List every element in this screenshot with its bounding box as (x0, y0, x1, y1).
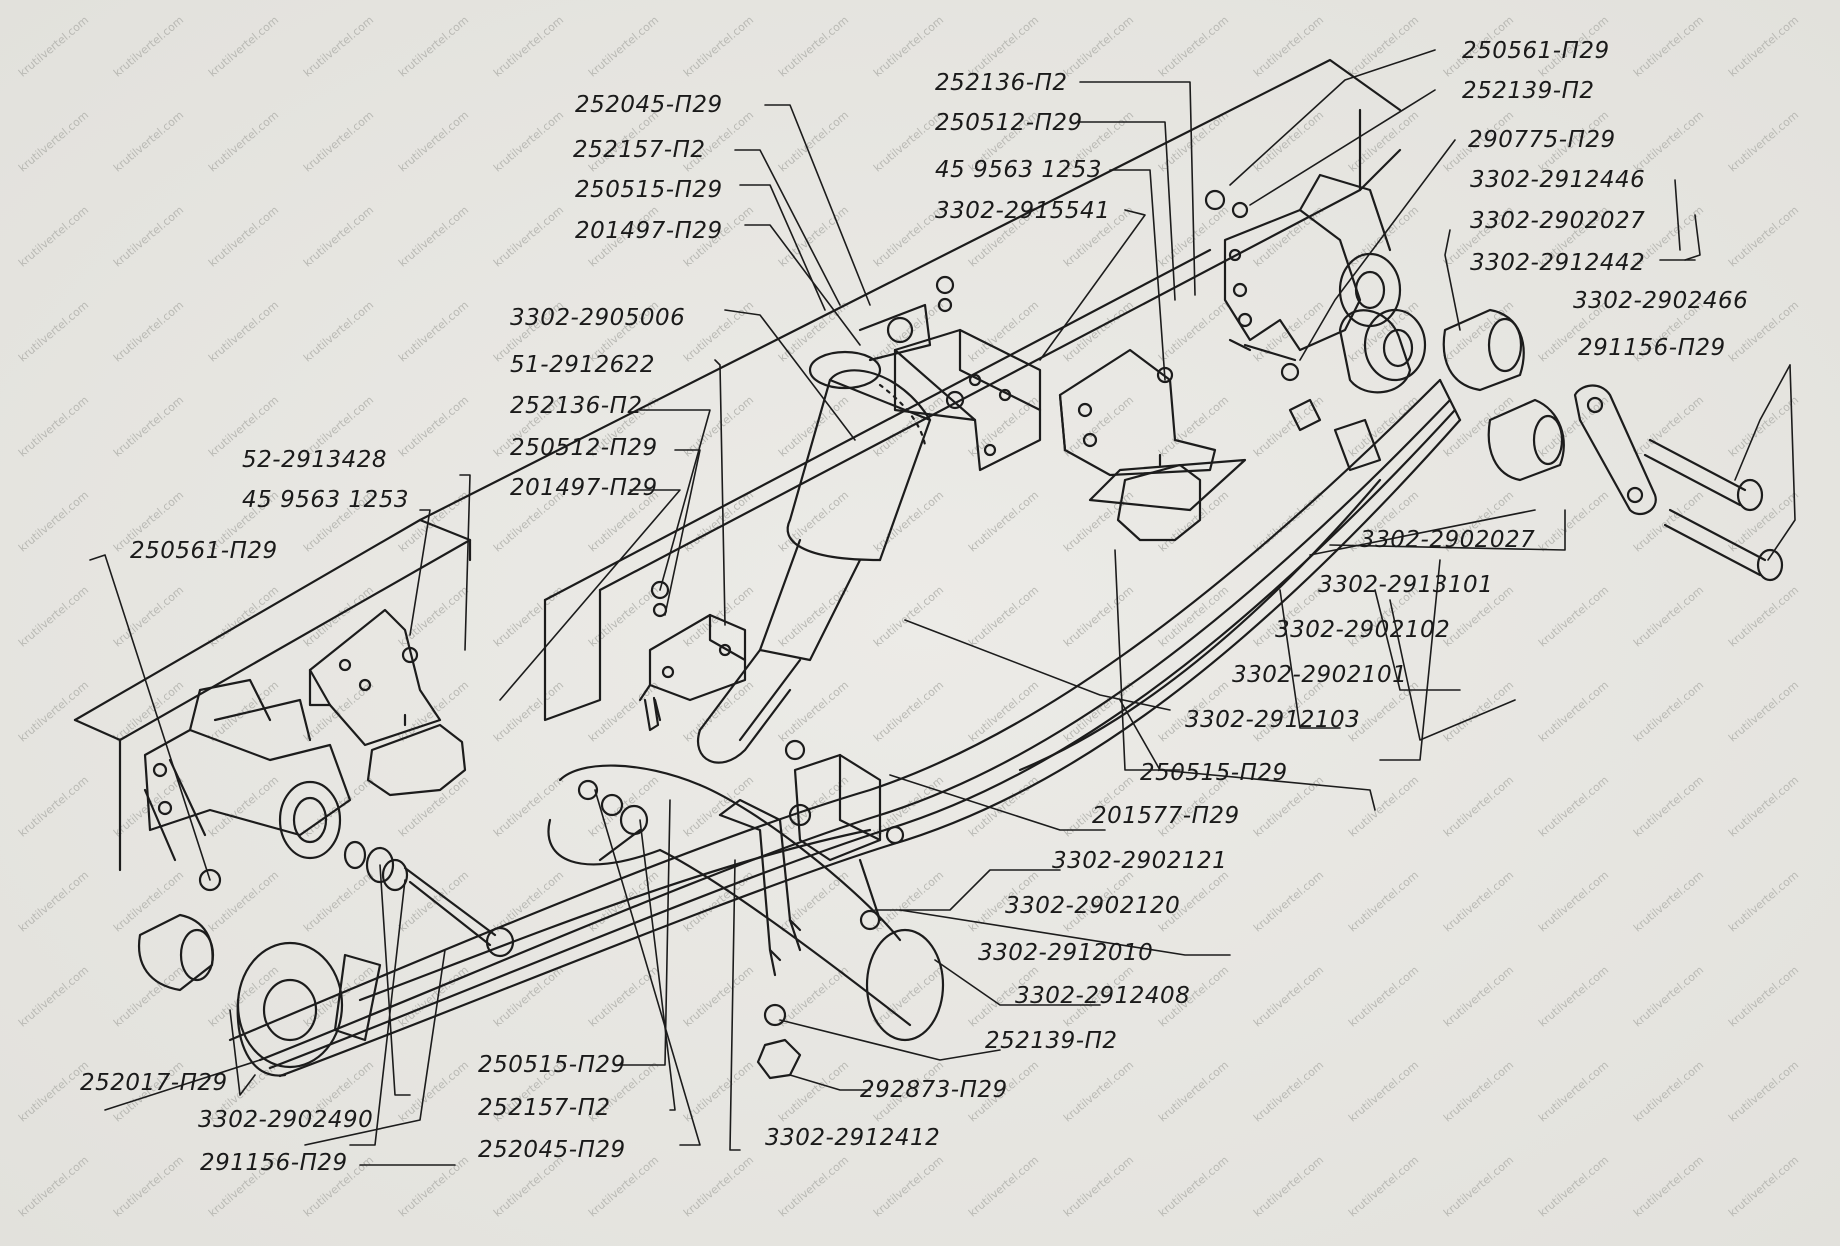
front-bushing (137, 913, 214, 992)
callout-252157-p2-upper: 252157-П2 (573, 137, 706, 163)
callout-3302-2912408: 3302-2912408 (1015, 983, 1191, 1009)
callout-3302-2905006: 3302-2905006 (510, 305, 686, 331)
callout-3302-2902027-rear: 3302-2902027 (1470, 208, 1646, 234)
leader-lines (89, 49, 1796, 1166)
callout-3302-2912442: 3302-2912442 (1470, 250, 1646, 276)
callout-252157-p2-lower: 252157-П2 (478, 1095, 611, 1121)
rear-spring-hanger (1204, 173, 1402, 382)
callout-3302-2915541: 3302-2915541 (935, 198, 1111, 224)
callout-201577-p29: 201577-П29 (1092, 803, 1240, 829)
callout-51-2912622: 51-2912622 (510, 352, 655, 378)
callout-290775-p29: 290775-П29 (1468, 127, 1616, 153)
callout-250515-p29-lower: 250515-П29 (478, 1052, 626, 1078)
callout-3302-2902102: 3302-2902102 (1275, 617, 1451, 643)
callout-3302-2902101: 3302-2902101 (1232, 662, 1408, 688)
frame-rail (73, 58, 1402, 872)
callout-252045-p29-lower: 252045-П29 (478, 1137, 626, 1163)
callout-252139-p2-lower: 252139-П2 (985, 1028, 1118, 1054)
u-bolt (718, 753, 905, 977)
callout-3302-2912103: 3302-2912103 (1185, 707, 1361, 733)
center-bolt (643, 696, 660, 732)
callout-252136-p2-lower: 252136-П2 (510, 393, 643, 419)
callout-250561-p29-rear: 250561-П29 (1462, 38, 1610, 64)
axle-tube (547, 764, 945, 1042)
callout-459563-1253-front: 45 9563 1253 (242, 487, 409, 513)
leaf-spring-pack (228, 378, 1462, 1078)
rear-bushings (1442, 308, 1565, 482)
shackle-bolts (1643, 438, 1784, 582)
callout-252017-p29: 252017-П29 (80, 1070, 228, 1096)
callout-3302-2912412: 3302-2912412 (765, 1125, 941, 1151)
rear-spring-eye (1338, 308, 1427, 394)
callout-3302-2902027-front: 3302-2902027 (1360, 527, 1536, 553)
front-bump-stop (308, 608, 467, 797)
callout-252136-p2-rear: 252136-П2 (935, 70, 1068, 96)
shock-upper-bracket (893, 275, 1042, 472)
callout-291156-p29-rear: 291156-П29 (1578, 335, 1726, 361)
callout-201497-p29-upper: 201497-П29 (575, 218, 723, 244)
callout-3302-2902121: 3302-2902121 (1052, 848, 1228, 874)
callout-3302-2902466: 3302-2902466 (1573, 288, 1749, 314)
callout-292873-p29: 292873-П29 (860, 1077, 1008, 1103)
rear-bump-stop (1058, 348, 1322, 542)
callout-250512-p29-upper: 250512-П29 (935, 110, 1083, 136)
spring-clip (333, 953, 382, 1042)
shock-absorber (697, 303, 932, 764)
shock-lower-bracket (638, 580, 747, 722)
callout-3302-2912010: 3302-2912010 (978, 940, 1154, 966)
u-bolt-fasteners (577, 739, 806, 1080)
callout-250561-p29-front: 250561-П29 (130, 538, 278, 564)
callout-3302-2902120: 3302-2902120 (1005, 893, 1181, 919)
shackle-plate (1573, 384, 1657, 516)
callout-459563-1253-upper: 45 9563 1253 (935, 157, 1102, 183)
callout-250512-p29-lower: 250512-П29 (510, 435, 658, 461)
callout-3302-2902490: 3302-2902490 (198, 1107, 374, 1133)
callout-291156-p29-front: 291156-П29 (200, 1150, 348, 1176)
front-spring-eye (137, 913, 344, 1077)
callout-252139-p2-rear: 252139-П2 (1462, 78, 1595, 104)
front-pin-bolt (198, 840, 515, 958)
callout-250515-p29-mid: 250515-П29 (1140, 760, 1288, 786)
callout-250515-p29-upper: 250515-П29 (575, 177, 723, 203)
callout-252045-p29-upper: 252045-П29 (575, 92, 723, 118)
callout-3302-2912446: 3302-2912446 (1470, 167, 1646, 193)
callout-3302-2913101: 3302-2913101 (1318, 572, 1494, 598)
callout-201497-p29-lower: 201497-П29 (510, 475, 658, 501)
callout-52-2913428: 52-2913428 (242, 447, 387, 473)
